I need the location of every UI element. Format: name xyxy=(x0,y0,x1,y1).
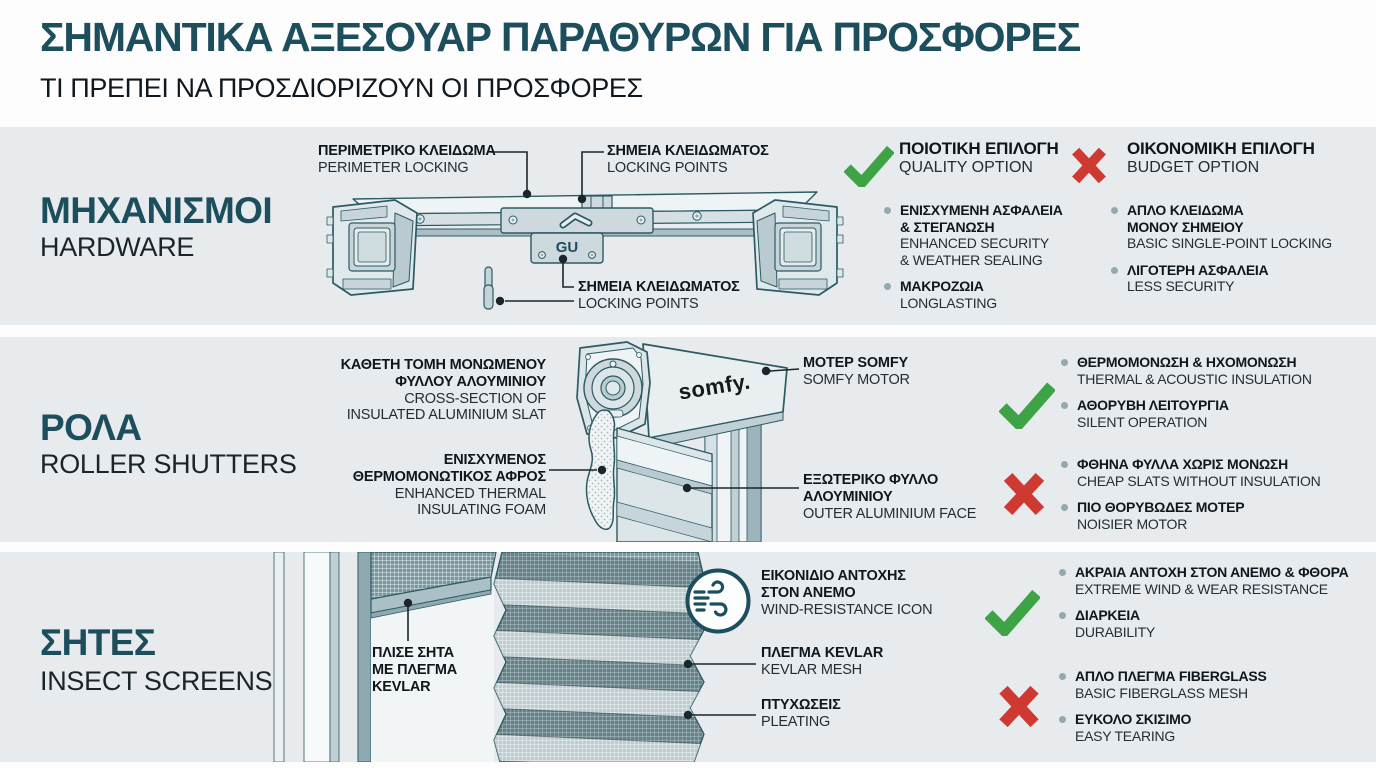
bullet-dot xyxy=(884,207,891,214)
bullet-dot xyxy=(1061,359,1068,366)
label-wind-resistance-icon: ΕΙΚΟΝΙΔΙΟ ΑΝΤΟΧΗΣ ΣΤΟΝ ΑΝΕΜΟ WIND-RESIST… xyxy=(761,568,933,618)
list-item: ΕΝΙΣΧΥΜΕΝΗ ΑΣΦΑΛΕΙΑ & ΣΤΕΓΑΝΩΣΗ ENHANCED… xyxy=(884,202,1094,268)
bullet-dot xyxy=(1111,207,1118,214)
insect-cons-list: ΑΠΛΟ ΠΛΕΓΜΑ FIBERGLASS BASIC FIBERGLASS … xyxy=(1059,668,1369,754)
roller-shutter-diagram: somfy. xyxy=(576,341,788,542)
hardware-diagram: GU xyxy=(326,191,844,310)
roller-pros-list: ΘΕΡΜΟΜΟΝΩΣΗ & ΗΧΟΜΟΝΩΣΗ THERMAL & ACOUST… xyxy=(1061,354,1361,440)
insect-screen-diagram xyxy=(273,552,705,762)
hardware-band xyxy=(0,127,1376,325)
list-item: ΦΘΗΝΑ ΦΥΛΛΑ ΧΩΡΙΣ ΜΟΝΩΣΗ CHEAP SLATS WIT… xyxy=(1061,456,1361,489)
check-icon xyxy=(844,145,894,187)
list-item: ΕΥΚΟΛΟ ΣΚΙΣΙΜΟ EASY TEARING xyxy=(1059,711,1369,744)
list-item: ΑΠΛΟ ΚΛΕΙΔΩΜΑ ΜΟΝΟΥ ΣΗΜΕΙΟΥ BASIC SINGLE… xyxy=(1111,202,1361,252)
page-title: ΣΗΜΑΝΤΙΚΑ ΑΞΕΣΟΥΑΡ ΠΑΡΑΘΥΡΩΝ ΓΙΑ ΠΡΟΣΦΟΡ… xyxy=(40,14,1081,60)
section-title-roller-en: ROLLER SHUTTERS xyxy=(40,449,297,479)
budget-bullet-list: ΑΠΛΟ ΚΛΕΙΔΩΜΑ ΜΟΝΟΥ ΣΗΜΕΙΟΥ BASIC SINGLE… xyxy=(1111,202,1361,305)
list-item: ΔΙΑΡΚΕΙΑ DURABILITY xyxy=(1059,607,1369,640)
wind-icon xyxy=(685,568,751,634)
label-pleating: ΠΤΥΧΩΣΕΙΣ PLEATING xyxy=(761,697,841,730)
bullet-dot xyxy=(1059,569,1066,576)
label-kevlar-mesh: ΠΛΕΓΜΑ KEVLAR KEVLAR MESH xyxy=(761,645,884,678)
quality-option-heading: ΠΟΙΟΤΙΚΗ ΕΠΙΛΟΓΗ QUALITY OPTION xyxy=(899,139,1059,177)
list-item: ΠΙΟ ΘΟΡΥΒΩΔΕΣ ΜΟΤΕΡ NOISIER MOTOR xyxy=(1061,499,1361,532)
bullet-dot xyxy=(1059,673,1066,680)
gu-brand-logo: GU xyxy=(556,239,579,256)
label-pleated-kevlar-screen: ΠΛΙΣΕ ΣΗΤΑ ΜΕ ΠΛΕΓΜΑ KEVLAR xyxy=(372,645,458,695)
quality-bullet-list: ΕΝΙΣΧΥΜΕΝΗ ΑΣΦΑΛΕΙΑ & ΣΤΕΓΑΝΩΣΗ ENHANCED… xyxy=(884,202,1094,321)
list-item: ΜΑΚΡΟΖΩΙΑ LONGLASTING xyxy=(884,278,1094,311)
label-outer-aluminium-face: ΕΞΩΤΕΡΙΚΟ ΦΥΛΛΟ ΑΛΟΥΜΙΝΙΟΥ OUTER ALUMINI… xyxy=(803,472,977,522)
list-item: ΛΙΓΟΤΕΡΗ ΑΣΦΑΛΕΙΑ LESS SECURITY xyxy=(1111,262,1361,295)
budget-option-heading: ΟΙΚΟΝΟΜΙΚΗ ΕΠΙΛΟΓΗ BUDGET OPTION xyxy=(1127,139,1315,177)
bullet-dot xyxy=(1111,266,1118,274)
roller-cons-list: ΦΘΗΝΑ ΦΥΛΛΑ ΧΩΡΙΣ ΜΟΝΩΣΗ CHEAP SLATS WIT… xyxy=(1061,456,1361,542)
page-subtitle: ΤΙ ΠΡΕΠΕΙ ΝΑ ΠΡΟΣΔΙΟΡΙΖΟΥΝ ΟΙ ΠΡΟΣΦΟΡΕΣ xyxy=(40,73,643,103)
section-title-hardware-en: HARDWARE xyxy=(40,232,195,262)
list-item: ΘΕΡΜΟΜΟΝΩΣΗ & ΗΧΟΜΟΝΩΣΗ THERMAL & ACOUST… xyxy=(1061,354,1361,387)
section-title-hardware-el: ΜΗΧΑΝΙΣΜΟΙ xyxy=(40,190,273,231)
bullet-dot xyxy=(1059,716,1066,724)
check-icon xyxy=(985,589,1040,636)
section-title-insect-en: INSECT SCREENS xyxy=(40,666,273,696)
bullet-dot xyxy=(1061,504,1068,512)
section-title-insect-el: ΣΗΤΕΣ xyxy=(40,622,156,663)
bullet-dot xyxy=(1059,612,1066,620)
bullet-dot xyxy=(884,283,891,291)
label-locking-points-top: ΣΗΜΕΙΑ ΚΛΕΙΔΩΜΑΤΟΣ LOCKING POINTS xyxy=(607,143,769,176)
list-item: ΑΚΡΑΙΑ ΑΝΤΟΧΗ ΣΤΟΝ ΑΝΕΜΟ & ΦΘΟΡΑ EXTREME… xyxy=(1059,564,1369,597)
insect-pros-list: ΑΚΡΑΙΑ ΑΝΤΟΧΗ ΣΤΟΝ ΑΝΕΜΟ & ΦΘΟΡΑ EXTREME… xyxy=(1059,564,1369,650)
label-locking-points-bottom: ΣΗΜΕΙΑ ΚΛΕΙΔΩΜΑΤΟΣ LOCKING POINTS xyxy=(578,279,740,312)
label-insulating-foam: ΕΝΙΣΧΥΜΕΝΟΣ ΘΕΡΜΟΜΟΝΩΤΙΚΟΣ ΑΦΡΟΣ ENHANCE… xyxy=(352,452,546,519)
label-slat-cross-section: ΚΑΘΕΤΗ ΤΟΜΗ ΜΟΝΩΜΕΝΟΥ ΦΥΛΛΟΥ ΑΛΟΥΜΙΝΙΟΥ … xyxy=(340,357,547,424)
x-icon xyxy=(999,685,1039,728)
check-icon xyxy=(999,382,1055,429)
x-icon xyxy=(1003,472,1045,516)
x-icon xyxy=(1072,147,1106,184)
list-item: ΑΘΟΡΥΒΗ ΛΕΙΤΟΥΡΓΙΑ SILENT OPERATION xyxy=(1061,397,1361,430)
section-title-roller-el: ΡΟΛΑ xyxy=(40,407,142,448)
bullet-dot xyxy=(1061,461,1068,468)
label-perimeter-locking: ΠΕΡΙΜΕΤΡΙΚΟ ΚΛΕΙΔΩΜΑ PERIMETER LOCKING xyxy=(318,143,496,176)
label-somfy-motor: ΜΟΤΕΡ SOMFY SOMFY MOTOR xyxy=(803,355,910,388)
list-item: ΑΠΛΟ ΠΛΕΓΜΑ FIBERGLASS BASIC FIBERGLASS … xyxy=(1059,668,1369,701)
bullet-dot xyxy=(1061,402,1068,410)
